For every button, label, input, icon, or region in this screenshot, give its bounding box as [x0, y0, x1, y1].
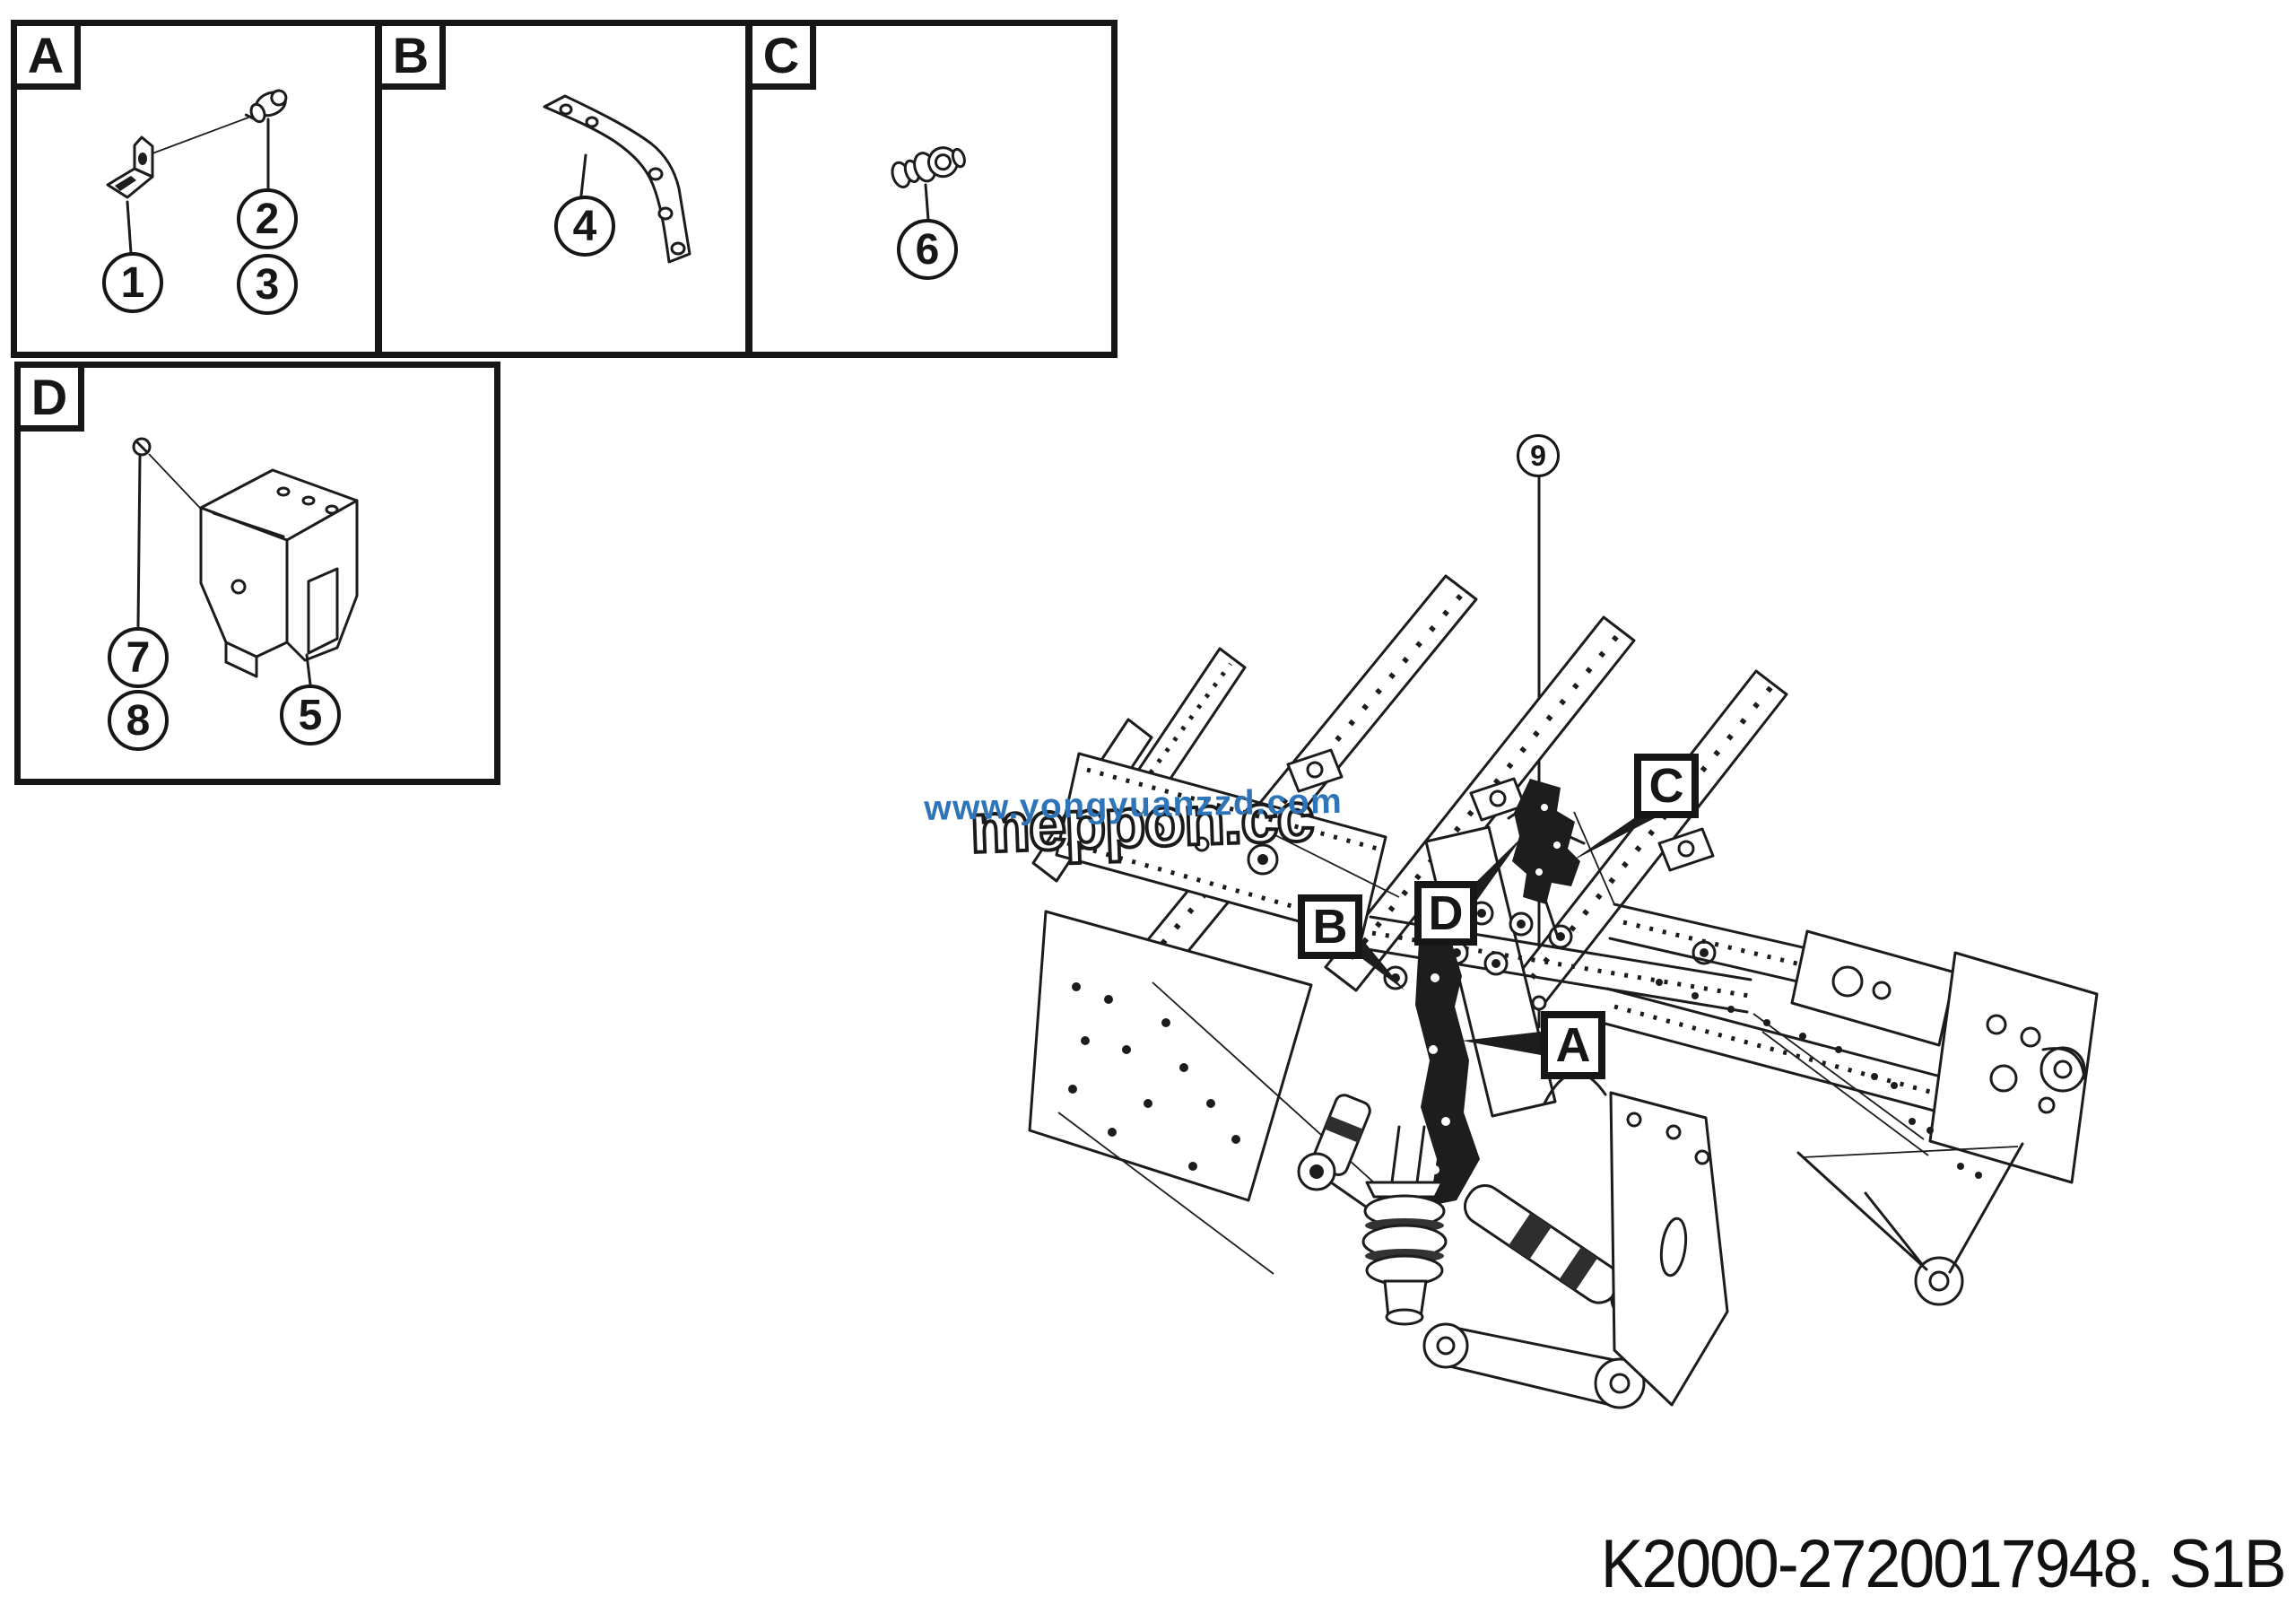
- main-chassis-drawing: [1028, 475, 2099, 1409]
- panel-b-letter: B: [392, 26, 430, 83]
- panel-b-part-drawing: [543, 94, 691, 264]
- balloon-item-5: 5: [280, 685, 341, 746]
- main-callout-b-letter: B: [1312, 900, 1348, 954]
- balloon-item-6: 6: [897, 219, 958, 280]
- main-callout-d: D: [1414, 881, 1477, 946]
- leader-wedge-b: [1361, 938, 1405, 990]
- main-callout-a-letter: A: [1555, 1018, 1591, 1072]
- leader-wedge-a: [1462, 1032, 1541, 1055]
- detail-panel-c: [746, 20, 1118, 358]
- main-callout-a: A: [1541, 1011, 1605, 1079]
- drawing-number: K2000-2720017948. S1B: [1601, 1526, 2287, 1602]
- detail-panel-d: [14, 362, 500, 785]
- balloon-item-1: 1: [102, 252, 163, 313]
- panel-c-part-drawing: [891, 146, 966, 222]
- panel-d-letter: D: [30, 368, 68, 425]
- left-frame-plates: [1028, 752, 1387, 1275]
- balloon-2-number: 2: [255, 195, 280, 243]
- panel-d-part-drawing: [132, 437, 359, 686]
- balloon-8-number: 8: [126, 696, 151, 745]
- balloon-5-number: 5: [298, 691, 323, 739]
- leader-wedge-d: [1475, 836, 1523, 903]
- balloon-9-number: 9: [1530, 439, 1546, 472]
- panel-a-letter: A: [27, 26, 65, 83]
- right-frame: [1600, 903, 2099, 1306]
- suspension-group: [1361, 1071, 1729, 1409]
- watermark-url-text: www.yongyuanzzd.com: [924, 781, 1344, 828]
- balloon-item-9: 9: [1517, 434, 1560, 477]
- leader-wedge-c: [1571, 818, 1655, 861]
- main-callout-c-letter: C: [1648, 759, 1684, 813]
- balloon-item-7: 7: [108, 627, 169, 688]
- panel-a-part-drawing: [106, 89, 288, 255]
- valve-cluster: [1507, 779, 1586, 1011]
- balloon-1-number: 1: [120, 258, 145, 307]
- knuckle-cluster: [1297, 935, 1480, 1213]
- balloon-item-3: 3: [237, 254, 298, 315]
- panel-c-letter: C: [762, 26, 800, 83]
- balloon-item-4: 4: [554, 196, 615, 257]
- main-callout-c: C: [1634, 754, 1699, 818]
- panel-b-label: B: [376, 20, 446, 90]
- balloon-4-number: 4: [572, 202, 597, 250]
- panel-d-label: D: [14, 362, 84, 432]
- balloon-3-number: 3: [255, 260, 280, 309]
- balloon-item-2: 2: [237, 188, 298, 249]
- main-callout-b: B: [1298, 894, 1362, 959]
- panel-a-label: A: [11, 20, 81, 90]
- callout-leaders: [1361, 818, 1655, 1055]
- main-callout-d-letter: D: [1428, 886, 1464, 940]
- balloon-7-number: 7: [126, 633, 151, 682]
- balloon-item-8: 8: [108, 690, 169, 751]
- panel-c-label: C: [746, 20, 816, 90]
- balloon-6-number: 6: [915, 225, 940, 274]
